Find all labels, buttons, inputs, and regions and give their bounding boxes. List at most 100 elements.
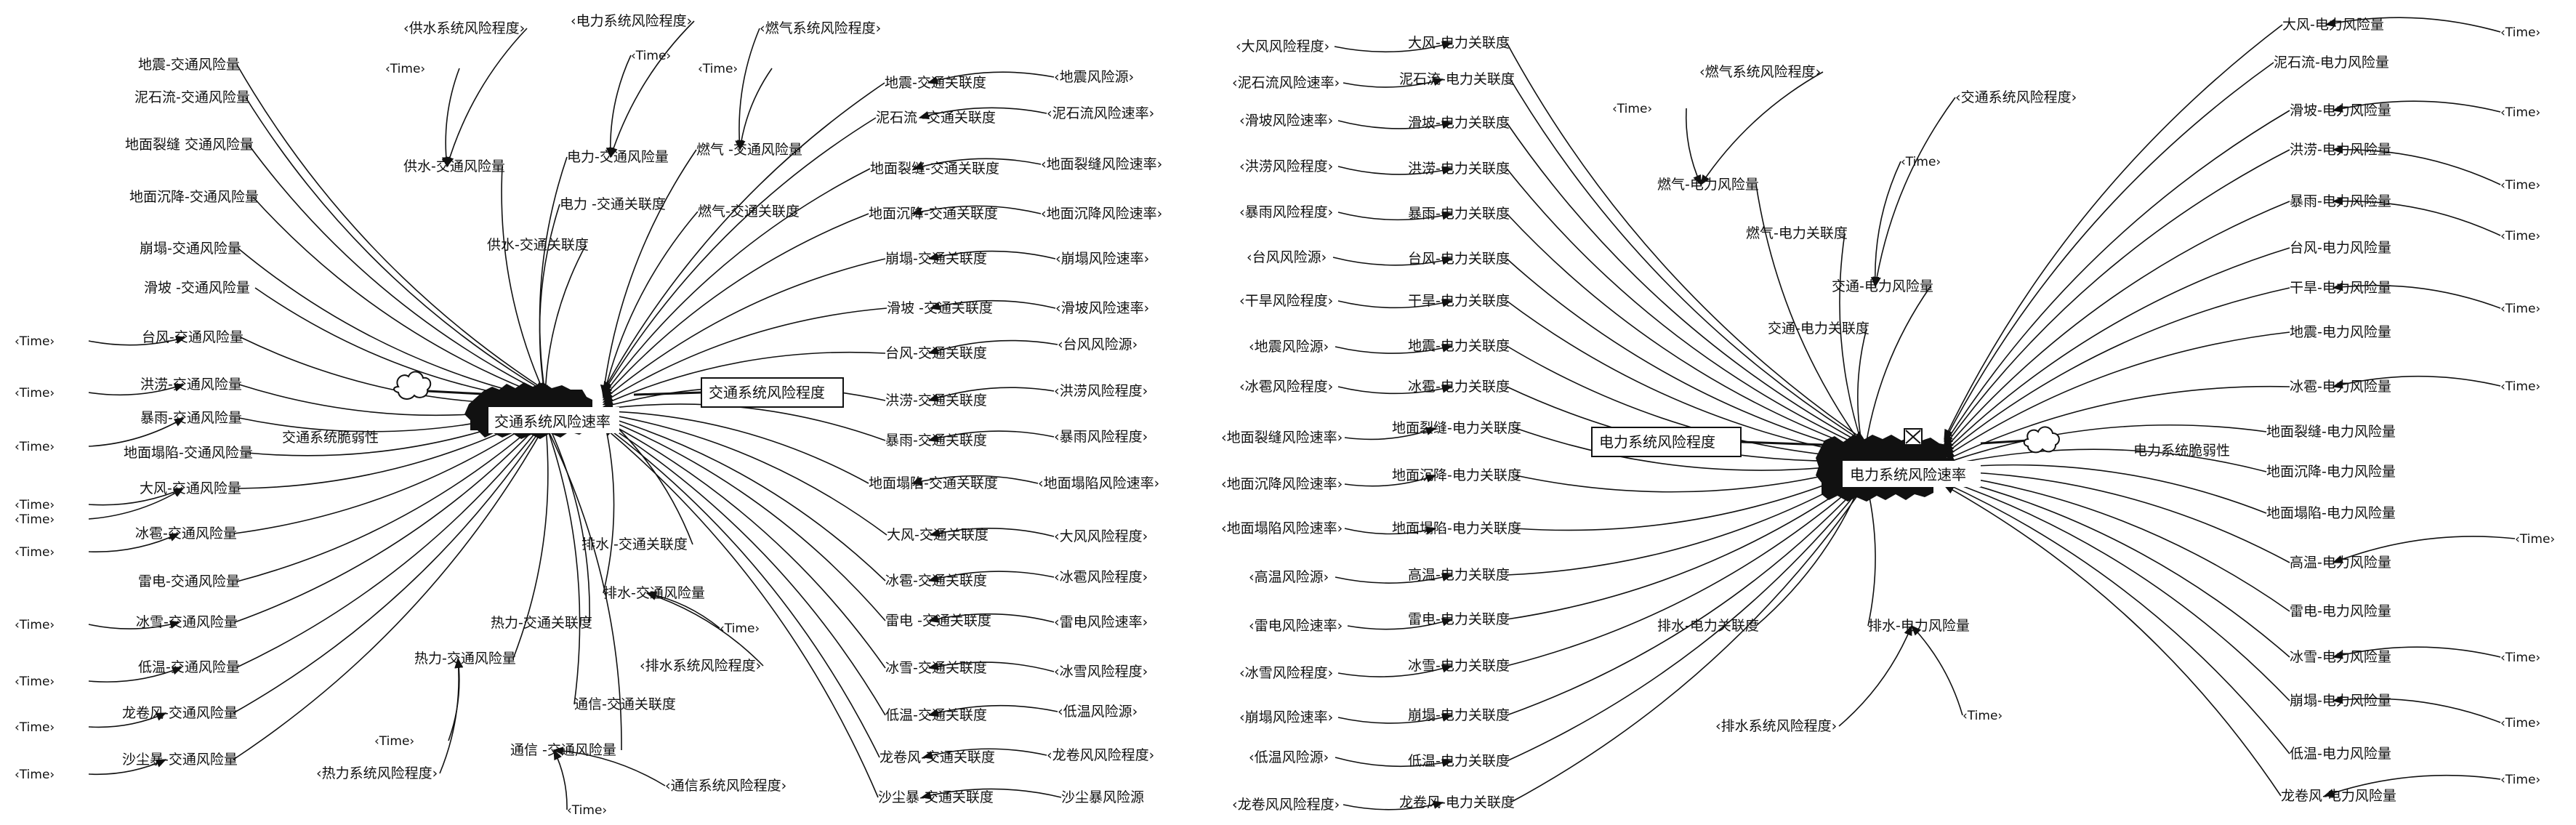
variable-l-gy: ‹供水系统风险程度›: [403, 20, 525, 36]
causal-link-arrow: [1343, 77, 1444, 88]
variable-l-dmlf: 地面裂缝 交通风险量: [125, 137, 254, 153]
variable-r-g5: 暴雨-电力关联度: [1408, 206, 1510, 222]
time-variable-l-lt7: ‹Time›: [15, 675, 55, 689]
causal-link-arrow: [236, 64, 547, 391]
variable-l-txgl: 通信-交通关联度: [574, 696, 676, 712]
causal-link-arrow: [1838, 624, 1912, 727]
causal-link-arrow: [602, 414, 886, 581]
causal-link-arrow: [1506, 213, 1866, 451]
variable-r-g9: 冰雹-电力关联度: [1408, 379, 1510, 395]
variable-l-rlcd: ‹热力系统风险程度›: [316, 765, 438, 781]
causal-link-arrow: [1506, 258, 1866, 455]
causal-link-arrow: [1337, 166, 1453, 175]
time-variable-l-lt4: ‹Time›: [15, 498, 55, 512]
causal-link-arrow: [645, 591, 720, 629]
causal-link-arrow: [1337, 713, 1453, 724]
variable-l-rgl14: 冰雪-交通关联度: [885, 660, 987, 676]
variable-l-bx: 冰雪-交通风险量: [136, 614, 238, 630]
causal-link-arrow: [927, 430, 1055, 443]
causal-link-arrow: [1337, 212, 1453, 221]
valve-x-icon: [1905, 430, 1921, 444]
variable-l-rgl17: 沙尘暴-交通关联度: [878, 789, 994, 805]
causal-link-arrow: [603, 82, 885, 393]
time-variable-l-bt2: ‹Time›: [374, 734, 414, 749]
causal-link-arrow: [1506, 474, 1866, 620]
variable-l-pscd: ‹排水系统风险程度›: [640, 658, 761, 674]
variable-r-s8: ‹地震风险源›: [1249, 339, 1329, 355]
variable-l-nsl: 泥石流-交通风险量: [134, 89, 250, 105]
causal-link-arrow: [88, 620, 181, 629]
transport-stock-box: [701, 377, 844, 408]
variable-l-rgl15: 低温-交通关联度: [885, 707, 987, 723]
causal-link-arrow: [912, 158, 1042, 171]
causal-link-arrow: [544, 423, 622, 751]
causal-link-arrow: [252, 196, 547, 398]
variable-l-dmtx: 地面塌陷-交通风险量: [124, 445, 253, 461]
causal-link-arrow: [2332, 282, 2501, 309]
time-variable-l-lt8: ‹Time›: [15, 720, 55, 735]
inflow-pipe: [1740, 440, 1825, 446]
variable-r-s16: ‹崩塌风险速率›: [1239, 709, 1333, 725]
causal-link-arrow: [602, 403, 886, 441]
causal-link-arrow: [1943, 471, 2290, 612]
causal-link-arrow: [1337, 664, 1453, 677]
variable-r-s4: ‹洪涝风险程度›: [1239, 158, 1333, 174]
causal-link-arrow: [1510, 485, 1865, 803]
variable-r-f6: 台风-电力风险量: [2290, 240, 2391, 256]
causal-link-arrow: [234, 417, 546, 623]
variable-l-txcd: ‹通信系统风险程度›: [665, 778, 786, 794]
transport-rate-label: 交通系统风险速率: [494, 413, 611, 430]
causal-link-arrow: [927, 571, 1055, 583]
causal-links: [88, 17, 2516, 810]
inflow-pipe: [427, 390, 484, 395]
causal-link-arrow: [1861, 286, 1931, 456]
causal-link-arrow: [2332, 375, 2501, 389]
causal-link-arrow: [1506, 471, 1866, 576]
time-variable-r-rt8: ‹Time›: [2500, 651, 2540, 665]
causal-link-arrow: [2332, 145, 2501, 185]
variable-l-txjf: 通信 -交通风险量: [510, 742, 616, 758]
variable-r-s18: ‹龙卷风风险程度›: [1232, 797, 1340, 813]
causal-link-arrow: [1335, 573, 1453, 584]
causal-link-arrow: [1343, 800, 1444, 810]
causal-link-arrow: [1943, 385, 2290, 462]
variable-l-rs17: 沙尘暴风险源: [1061, 789, 1144, 805]
power-stock-label: 电力系统风险程度: [1599, 433, 1715, 451]
power-rate-label: 电力系统风险速率: [1850, 466, 1966, 483]
causal-link-arrow: [2332, 196, 2501, 236]
causal-link-arrow: [1344, 526, 1437, 535]
variable-l-rgl1: 地震-交通关联度: [885, 75, 986, 91]
causal-link-arrow: [1943, 424, 2267, 464]
transport-subsystem-core: 交通系统风险速率 交通系统风险程度 交通系统脆弱性: [282, 371, 844, 446]
causal-link-arrow: [1337, 120, 1453, 129]
variable-l-rs7: ‹台风风险源›: [1058, 337, 1138, 353]
causal-link-arrow: [929, 528, 1055, 537]
variable-r-s3: ‹滑坡风险速率›: [1239, 113, 1333, 129]
causal-link-arrow: [236, 415, 547, 582]
time-variable-l-bt1: ‹Time›: [720, 621, 760, 636]
variable-r-jtdf: 交通-电力风险量: [1832, 278, 1933, 294]
causal-link-arrow: [236, 419, 546, 668]
causal-link-arrow: [446, 28, 528, 168]
causal-link-arrow: [645, 592, 764, 667]
variable-l-dlgl: 电力 -交通关联度: [560, 196, 666, 212]
causal-link-arrow: [602, 258, 886, 401]
causal-link-arrow: [1506, 42, 1866, 441]
causal-link-arrow: [1911, 624, 1963, 716]
time-variable-l-lt3: ‹Time›: [15, 440, 55, 454]
variable-l-rs2: ‹泥石流风险速率›: [1047, 105, 1154, 121]
transport-rate-box: [488, 407, 619, 433]
variable-r-s7: ‹干旱风险程度›: [1239, 293, 1333, 309]
causal-link-arrow: [238, 248, 547, 402]
variable-r-s5: ‹暴雨风险程度›: [1239, 204, 1333, 220]
variable-l-rgl10: 地面塌陷-交通关联度: [869, 475, 998, 491]
causal-link-arrow: [922, 748, 1047, 760]
variable-r-rqgl: 燃气-电力关联度: [1746, 225, 1848, 241]
causal-link-arrow: [512, 419, 551, 659]
variable-l-bb: 冰雹-交通风险量: [135, 526, 237, 542]
variable-l-gyjf: 供水-交通风险量: [403, 158, 505, 174]
variable-r-s12: ‹地面塌陷风险速率›: [1221, 520, 1343, 536]
causal-link-arrow: [603, 117, 877, 394]
causal-link-arrow: [601, 415, 615, 594]
variable-l-df: 大风-交通风险量: [140, 480, 241, 496]
